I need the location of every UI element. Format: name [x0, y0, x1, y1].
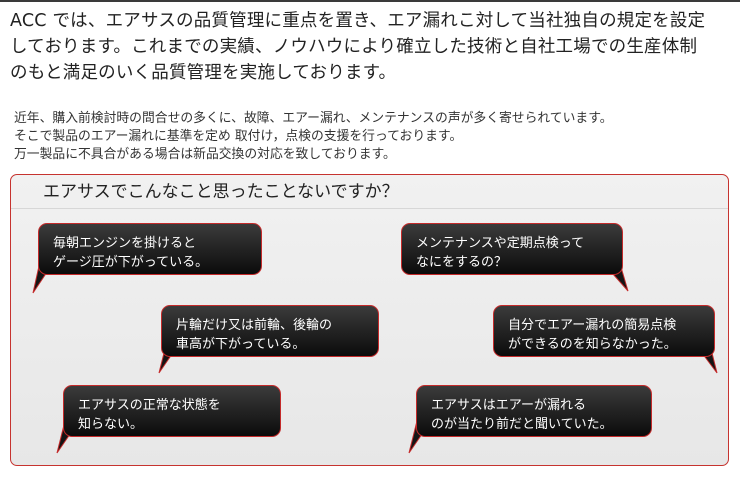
intro-paragraph: ACC では、エアサスの品質管理に重点を置き、エア漏れこ対して当社独自の規定を設…	[10, 8, 738, 86]
bubble-line: エアサスはエアーが漏れる	[431, 398, 586, 413]
bubble-line: 車高が下がっている。	[176, 337, 306, 352]
speech-bubble: メンテナンスや定期点検って なにをするの？	[401, 223, 623, 275]
bubble-line: 片輪だけ又は前輪、後輪の	[176, 318, 333, 333]
speech-bubble: 自分でエアー漏れの簡易点検 ができるのを知らなかった。	[493, 305, 715, 357]
bubble-line: エアサスの正常な状態を	[78, 398, 221, 413]
speech-bubble: エアサスの正常な状態を 知らない。	[63, 385, 281, 437]
bubble-line: なにをするの？	[416, 255, 508, 270]
bubble-line: のが当たり前だと聞いていた。	[431, 417, 613, 432]
bubble-line: メンテナンスや定期点検って	[416, 236, 585, 251]
intro-line: のもと満足のいく品質管理を実施しております。	[10, 63, 397, 83]
notice-line: 万一製品に不具合がある場合は新品交換の対応を致しております。	[14, 147, 396, 162]
top-rule	[0, 0, 740, 2]
speech-bubble: 毎朝エンジンを掛けると ゲージ圧が下がっている。	[38, 223, 262, 275]
speech-bubble: エアサスはエアーが漏れる のが当たり前だと聞いていた。	[416, 385, 652, 437]
notice-line: 近年、購入前検討時の問合せの多くに、故障、エアー漏れ、メンテナンスの声が多く寄せ…	[14, 111, 613, 126]
panel-divider	[11, 208, 728, 209]
notice-line: そこで製品のエアー漏れに基準を定め 取付け，点検の支援を行っております。	[14, 129, 463, 144]
bubble-line: ゲージ圧が下がっている。	[53, 255, 209, 270]
panel-title: エアサスでこんなこと思ったことないですか？	[43, 182, 399, 202]
bubble-line: 毎朝エンジンを掛けると	[53, 236, 197, 251]
intro-line: ACC では、エアサスの品質管理に重点を置き、エア漏れこ対して当社独自の規定を設…	[10, 11, 706, 31]
faq-panel: エアサスでこんなこと思ったことないですか？ 毎朝エンジンを掛けると ゲージ圧が下…	[10, 174, 729, 466]
bubble-line: 知らない。	[78, 417, 144, 432]
bubble-line: ができるのを知らなかった。	[508, 337, 677, 352]
speech-bubble: 片輪だけ又は前輪、後輪の 車高が下がっている。	[161, 305, 379, 357]
bubble-line: 自分でエアー漏れの簡易点検	[508, 318, 677, 333]
intro-line: しております。これまでの実績、ノウハウにより確立した技術と自社工場での生産体制	[10, 37, 698, 57]
notice-paragraph: 近年、購入前検討時の問合せの多くに、故障、エアー漏れ、メンテナンスの声が多く寄せ…	[14, 110, 738, 164]
